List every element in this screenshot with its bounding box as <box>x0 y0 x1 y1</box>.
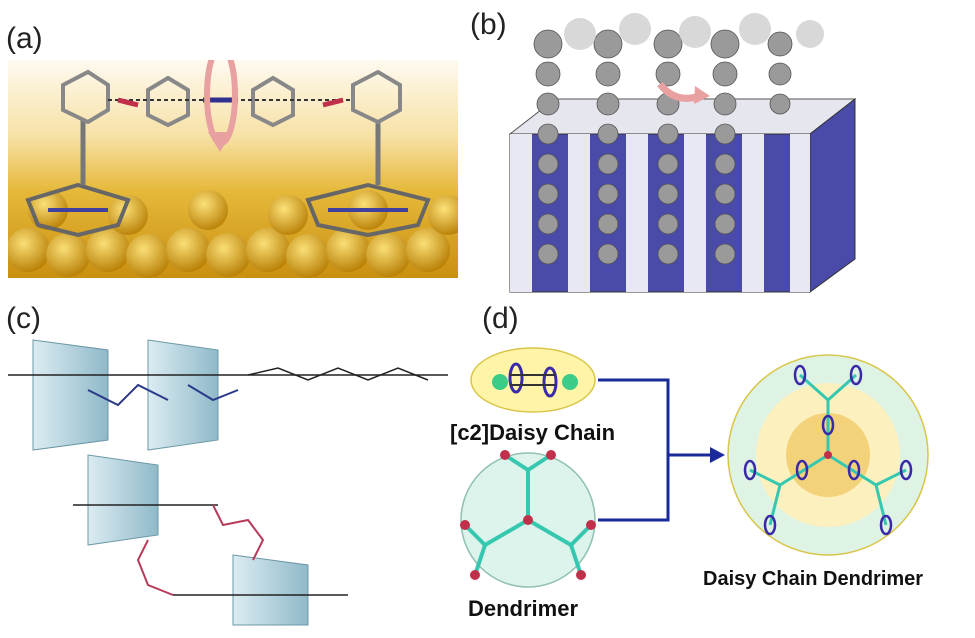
daisy-chain-dendrimer-branches <box>749 373 907 526</box>
panel-b-label: (b) <box>470 8 507 41</box>
dendrimer-caption: Dendrimer <box>468 596 579 621</box>
panel-b-porous-slab-rotors <box>508 13 857 293</box>
daisy-chain-bubble <box>470 347 596 413</box>
panel-c-cyclodextrin-daisy-chains <box>8 339 448 626</box>
daisy-chain-caption: [c2]Daisy Chain <box>450 420 616 445</box>
top-daisy-chain <box>8 339 448 451</box>
arrow-right-icon <box>710 447 725 463</box>
left-porphyrin <box>25 182 131 238</box>
rotor-rings <box>61 69 402 128</box>
panel-c-label: (c) <box>6 302 41 335</box>
right-porphyrin <box>305 182 431 238</box>
connector-line <box>598 378 670 522</box>
daisy-chain-dendrimer-caption: Daisy Chain Dendrimer <box>703 568 924 590</box>
panel-d-label: (d) <box>482 302 519 335</box>
panel-a-gold-surface-rotor <box>8 60 458 278</box>
bottom-daisy-chain <box>73 454 348 626</box>
slab-walls <box>510 134 810 292</box>
molecular-rods <box>533 29 793 265</box>
panel-a-label: (a) <box>6 22 43 55</box>
panel-d-schematic <box>460 347 929 588</box>
gold-atoms <box>8 190 458 278</box>
